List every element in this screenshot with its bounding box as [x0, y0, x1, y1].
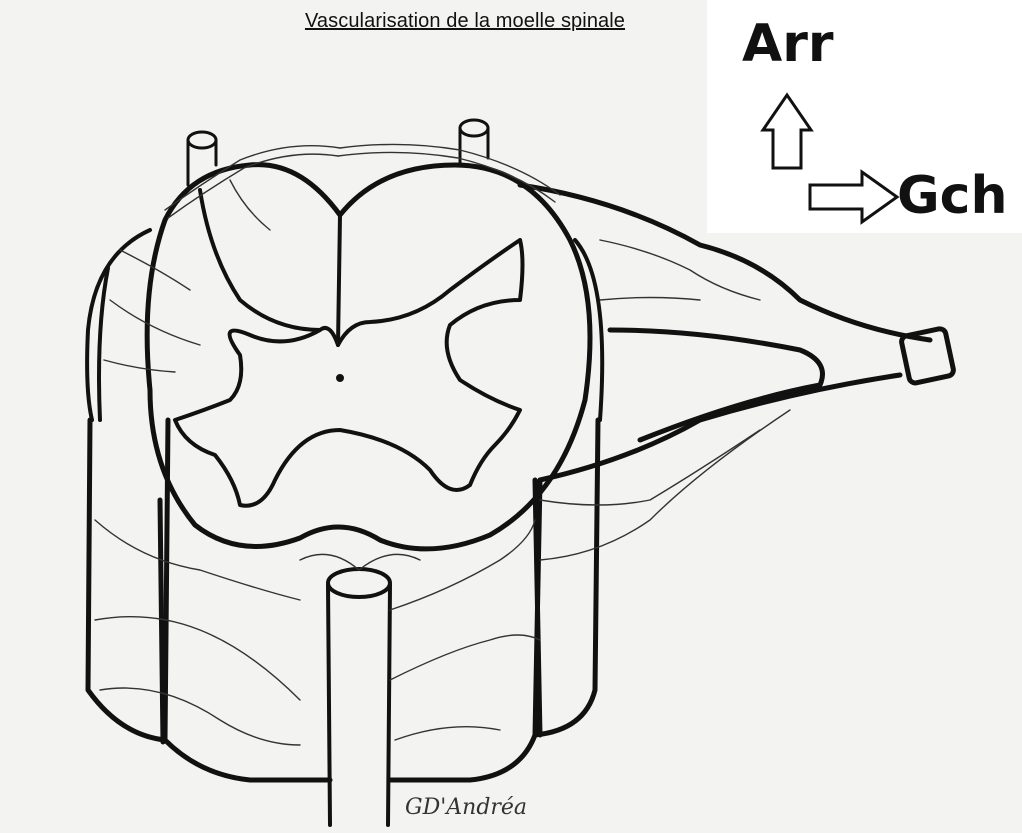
lateral-funiculi	[87, 230, 602, 420]
anterior-spinal-artery	[328, 569, 390, 825]
orientation-label-arr: Arr	[742, 18, 834, 70]
orientation-label-gch: Gch	[897, 170, 1008, 222]
grey-matter-outline	[175, 190, 523, 506]
anterior-median-fissure	[338, 215, 340, 345]
white-matter-outline	[147, 165, 590, 549]
arrow-up-icon	[763, 95, 811, 168]
author-signature: GD'Andréa	[405, 795, 527, 820]
central-canal	[337, 375, 343, 381]
arrow-right-icon	[810, 172, 897, 222]
